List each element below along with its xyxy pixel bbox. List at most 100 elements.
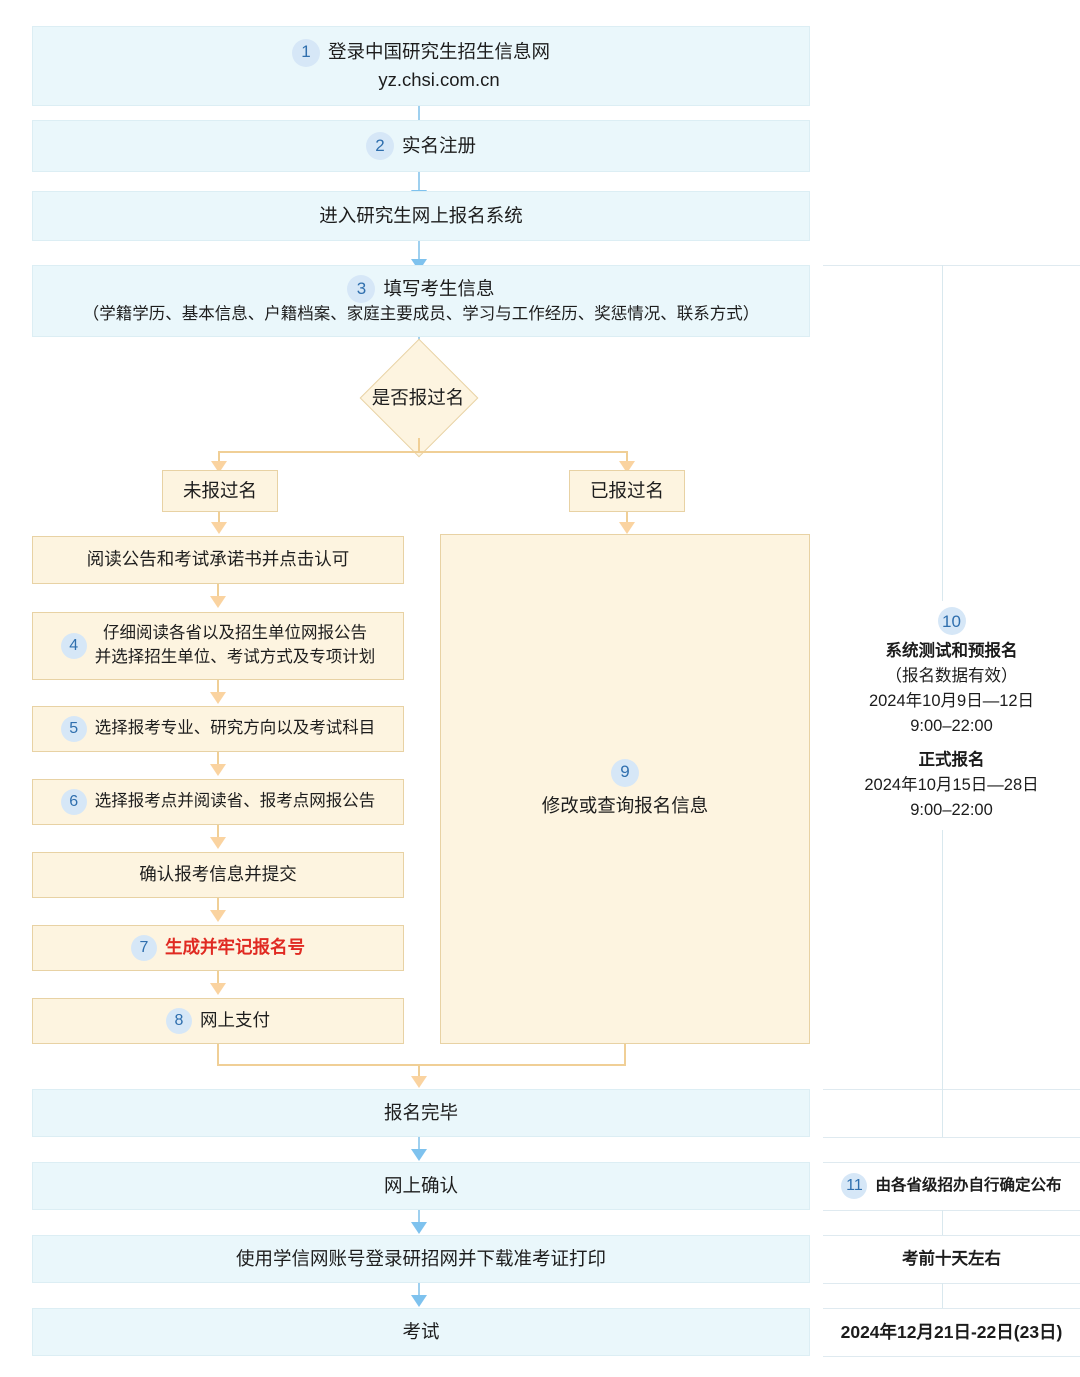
flow-box-registration-complete: 报名完毕: [32, 1089, 810, 1137]
enter-system-label: 进入研究生网上报名系统: [319, 204, 523, 226]
branch-horizontal: [218, 451, 628, 453]
connector-2-3: [418, 172, 420, 194]
step-badge-1: 1: [291, 38, 320, 67]
timeline-divider-confirm-top: [823, 1162, 1080, 1163]
arrow-left-label-to-box: [211, 522, 227, 534]
timeline-divider-ticket-bottom: [823, 1283, 1080, 1284]
timeline-rule-ticket-gap: [942, 1283, 943, 1308]
connector-l4-l5: [217, 898, 219, 914]
flow-box-enter-system: 进入研究生网上报名系统: [32, 191, 810, 241]
timeline-exam-cell: 2024年12月21日-22日(23日): [823, 1308, 1080, 1356]
step-badge-10: 10: [937, 607, 966, 636]
merge-left-stem: [217, 1044, 219, 1066]
left-step-read-notice: 阅读公告和考试承诺书并点击认可: [32, 536, 404, 584]
timeline-reg-title-1: 系统测试和预报名: [885, 642, 1018, 661]
timeline-rule-complete: [942, 1089, 943, 1137]
merge-horizontal: [217, 1064, 626, 1066]
left-step-4-line1: 确认报考信息并提交: [139, 864, 297, 885]
connector-l1-l2: [217, 680, 219, 696]
connector-l2-l3: [217, 752, 219, 768]
step-badge-8: 8: [166, 1008, 192, 1034]
branch-left-text: 未报过名: [182, 479, 257, 501]
arrow-l5-l6: [210, 983, 226, 995]
branch-label-already-registered: 已报过名: [569, 470, 685, 512]
connector-right-label-to-box: [626, 512, 628, 526]
timeline-ticket-cell: 考前十天左右: [823, 1235, 1080, 1283]
tail-step-0-label: 报名完毕: [383, 1101, 458, 1123]
right-branch-modify-query-box: 9 修改或查询报名信息: [440, 534, 810, 1044]
flow-box-online-confirmation: 网上确认: [32, 1162, 810, 1210]
right-branch-label: 修改或查询报名信息: [541, 794, 709, 816]
step-badge-6: 6: [60, 789, 87, 815]
step-badge-9: 9: [611, 758, 639, 787]
arrow-l1-l2: [210, 692, 226, 704]
timeline-reg-date-2: 2024年10月15日—28日: [864, 776, 1039, 795]
step-badge-11: 11: [841, 1173, 868, 1199]
timeline-vertical-rule-upper: [942, 265, 943, 601]
connector-1-2: [418, 106, 420, 128]
flow-box-download-admission-ticket: 使用学信网账号登录研招网并下载准考证打印: [32, 1235, 810, 1283]
left-step-3-line1: 选择报考点并阅读省、报考点网报公告: [94, 792, 376, 811]
timeline-reg-note: （报名数据有效）: [885, 667, 1018, 686]
decision-stem-down: [418, 438, 420, 452]
timeline-divider-exam-top: [823, 1308, 1080, 1309]
branch-right-drop: [626, 451, 628, 465]
left-step-read-provincial-notice: 4 仔细阅读各省以及招生单位网报公告 并选择招生单位、考试方式及专项计划: [32, 612, 404, 680]
left-step-2-line1: 选择报考专业、研究方向以及考试科目: [94, 719, 376, 738]
arrow-t2-t3: [411, 1295, 427, 1307]
tail-step-1-label: 网上确认: [383, 1174, 458, 1196]
left-step-online-payment: 8 网上支付: [32, 998, 404, 1044]
connector-3-4: [418, 241, 420, 263]
left-step-0-line1: 阅读公告和考试承诺书并点击认可: [86, 549, 350, 570]
timeline-ticket-label: 考前十天左右: [902, 1249, 1001, 1268]
left-step-1-line2: 并选择招生单位、考试方式及专项计划: [94, 648, 376, 666]
branch-left-drop: [218, 451, 220, 465]
timeline-divider-complete-bottom: [823, 1137, 1080, 1138]
merge-down-stem: [418, 1064, 420, 1080]
left-step-5-line1: 生成并牢记报名号: [165, 937, 305, 958]
decision-label: 是否报过名: [371, 387, 465, 408]
flow-box-step-1: 1 登录中国研究生招生信息网 yz.chsi.com.cn: [32, 26, 810, 106]
arrow-l2-l3: [210, 764, 226, 776]
connector-left-label-to-box: [218, 512, 220, 526]
connector-l5-l6: [217, 971, 219, 987]
step-3-detail: （学籍学历、基本信息、户籍档案、家庭主要成员、学习与工作经历、奖惩情况、联系方式…: [82, 305, 760, 324]
timeline-rule-confirm-gap: [942, 1210, 943, 1235]
connector-t2-t3: [418, 1283, 420, 1299]
timeline-divider-confirm-bottom: [823, 1210, 1080, 1211]
timeline-registration-cell: 10 系统测试和预报名 （报名数据有效） 2024年10月9日—12日 9:00…: [823, 600, 1080, 830]
step-3-title: 填写考生信息: [383, 277, 495, 299]
merge-right-stem: [624, 1044, 626, 1066]
timeline-vertical-rule-lower: [942, 830, 943, 1092]
connector-l0-l1: [217, 584, 219, 600]
left-step-generate-number: 7 生成并牢记报名号: [32, 925, 404, 971]
step-1-url: yz.chsi.com.cn: [378, 68, 500, 90]
timeline-reg-time-2: 9:00–22:00: [910, 800, 993, 819]
arrow-right-label-to-box: [619, 522, 635, 534]
timeline-divider-exam-bottom: [823, 1356, 1080, 1357]
step-1-title: 登录中国研究生招生信息网: [327, 41, 550, 63]
timeline-confirm-label: 由各省级招办自行确定公布: [875, 1177, 1062, 1195]
timeline-reg-time-1: 9:00–22:00: [910, 716, 993, 735]
step-badge-5: 5: [60, 716, 87, 742]
step-badge-3: 3: [347, 275, 376, 304]
branch-right-text: 已报过名: [589, 479, 664, 501]
timeline-divider-ticket-top: [823, 1235, 1080, 1236]
connector-l3-l4: [217, 825, 219, 841]
timeline-top-divider: [823, 265, 1080, 266]
left-step-1-line1: 仔细阅读各省以及招生单位网报公告: [103, 624, 367, 643]
left-step-select-major: 5 选择报考专业、研究方向以及考试科目: [32, 706, 404, 752]
timeline-divider-complete-top: [823, 1089, 1080, 1090]
step-badge-7: 7: [131, 935, 157, 961]
timeline-confirm-cell: 11 由各省级招办自行确定公布: [823, 1162, 1080, 1210]
timeline-reg-title-2: 正式报名: [918, 751, 985, 770]
flow-box-exam: 考试: [32, 1308, 810, 1356]
step-badge-2: 2: [365, 132, 394, 160]
arrow-t0-t1: [411, 1149, 427, 1161]
left-step-confirm-submit: 确认报考信息并提交: [32, 852, 404, 898]
left-step-select-exam-site: 6 选择报考点并阅读省、报考点网报公告: [32, 779, 404, 825]
arrow-merge-down: [411, 1076, 427, 1088]
left-step-6-line1: 网上支付: [200, 1010, 270, 1031]
connector-t1-t2: [418, 1210, 420, 1226]
